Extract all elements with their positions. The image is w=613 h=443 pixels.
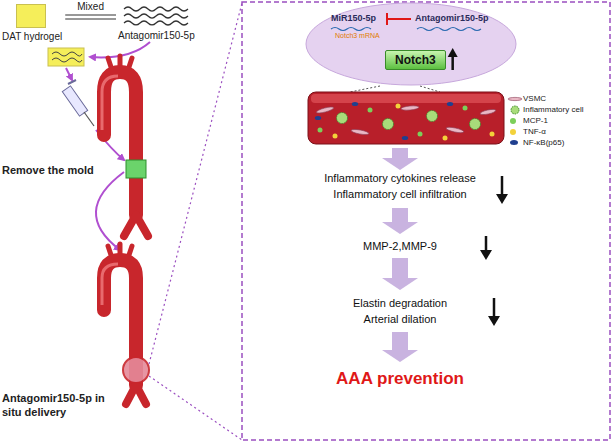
pathway-label: Notch3 mRNA (335, 32, 380, 40)
remove-arrow (96, 172, 124, 250)
pathway-label: MiR150-5p (331, 14, 376, 24)
decrease-arrow (480, 176, 508, 326)
legend-label: Inflammatory cell (523, 105, 583, 114)
load-arrow (66, 68, 72, 80)
antagomir-waves (122, 4, 192, 28)
hydrogel-block (16, 4, 46, 28)
wave-stroke (124, 7, 188, 25)
step-label: Inflammatory cell infiltration (290, 188, 510, 202)
legend-swatch (510, 118, 516, 124)
material-item: DAT hydrogel (2, 4, 62, 42)
material-item: Antagomir150-5p (118, 4, 195, 41)
detail-panel (242, 2, 610, 440)
pathway-ellipse: MiR150-5pNotch3 mRNA Antagomir150-5pNotch… (305, 2, 517, 86)
pathway-label: Antagomir150-5p (415, 14, 489, 24)
legend-row: Inflammatory cell (507, 104, 583, 115)
legend-symbol (507, 94, 523, 104)
ellipse-fill (306, 3, 516, 85)
step-label: MMP-2,MMP-9 (290, 240, 510, 254)
vessel (308, 86, 504, 144)
gel-waves (52, 52, 82, 62)
legend-swatch (510, 129, 516, 135)
inhibition-bar (387, 13, 411, 25)
cell-symbol (511, 106, 519, 114)
legend-label: TNF-α (523, 127, 546, 136)
legend-row: VSMC (507, 93, 583, 104)
connector-label: Mixed (77, 1, 104, 12)
legend-row: MCP-1 (507, 115, 583, 126)
legend-symbol (507, 105, 523, 115)
aorta (102, 244, 149, 404)
zoom-line (149, 3, 242, 440)
legend-row: NF-κB(p65) (507, 137, 583, 148)
item-label: DAT hydrogel (2, 31, 62, 42)
increase-arrow (451, 56, 454, 70)
legend: VSMC Inflammatory cellMCP-1TNF-αNF-κB(p65… (507, 93, 583, 148)
target-box: Notch3 (385, 50, 446, 70)
item-label: Antagomir150-5p (118, 30, 195, 41)
vsmc-symbol (508, 97, 522, 100)
step-label: Arterial dilation (290, 313, 510, 327)
legend-swatch (510, 140, 518, 145)
step-label: Antagomir150-5p in situ delivery (2, 392, 118, 420)
gel-patch (48, 48, 84, 66)
step-label: Remove the mold (2, 164, 102, 178)
increase-arrow-head (448, 48, 458, 57)
legend-label: MCP-1 (523, 116, 548, 125)
aorta (102, 56, 148, 236)
legend-label: VSMC (523, 94, 546, 103)
outcome-label: AAA prevention (280, 368, 520, 389)
legend-row: TNF-α (507, 126, 583, 137)
legend-label: NF-κB(p65) (523, 138, 564, 147)
double-line-connector (65, 15, 116, 19)
syringe (62, 80, 94, 126)
step-label: Elastin degradation (290, 297, 510, 311)
target-label: Notch3 (395, 53, 436, 67)
mirna-wave (331, 28, 481, 31)
step-label: Inflammatory cytokines release (290, 172, 510, 186)
